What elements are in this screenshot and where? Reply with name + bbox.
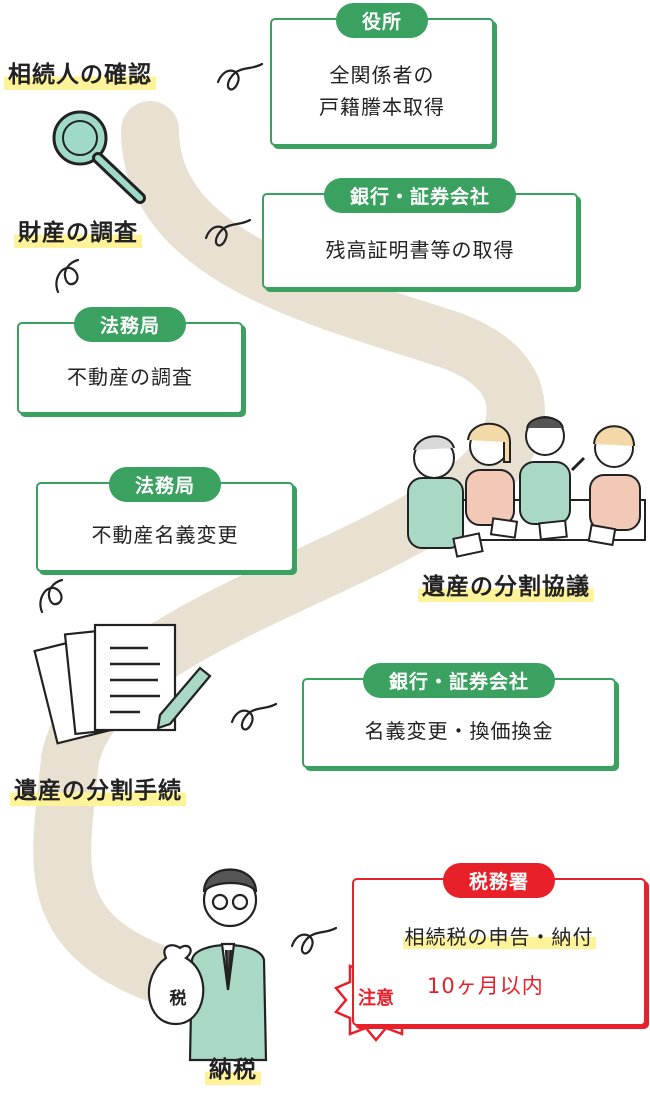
tax-deadline: 10ヶ月以内: [427, 974, 544, 998]
legal-2-line1: 不動産名義変更: [91, 523, 239, 547]
bank-2-tag: 銀行・証券会社: [362, 663, 556, 698]
tax-office-tag: 税務署: [442, 863, 556, 898]
tax-office-line1: 相続税の申告・納付: [402, 925, 596, 949]
caution-label: 注意: [358, 988, 394, 1009]
legal-bureau-box-1: 法務局 不動産の調査: [17, 307, 243, 414]
bank-box-2: 銀行・証券会社 名義変更・換価換金: [302, 663, 616, 768]
magnifier-icon: [52, 110, 146, 204]
city-office-line1: 全関係者の: [329, 63, 435, 87]
step-division-procedure: 遺産の分割手続: [10, 776, 186, 806]
bank-1-tag: 銀行・証券会社: [323, 178, 517, 213]
legal-2-tag: 法務局: [108, 467, 222, 502]
squiggle-icon: [290, 926, 338, 955]
bank-box-1: 銀行・証券会社 残高証明書等の取得: [262, 178, 578, 289]
legal-1-line1: 不動産の調査: [67, 365, 193, 389]
tax-bag-label: 税: [169, 989, 187, 1009]
documents-pen-illustration: [33, 623, 212, 745]
city-office-box: 役所 全関係者の 戸籍謄本取得: [270, 3, 494, 146]
taxpayer-illustration: [147, 868, 268, 1062]
squiggle-icon: [204, 218, 252, 247]
squiggle-icon: [230, 702, 278, 731]
step-heir-check: 相続人の確認: [4, 60, 156, 90]
legal-bureau-box-2: 法務局 不動産名義変更: [36, 467, 294, 572]
tax-office-box: 税務署 相続税の申告・納付: [352, 863, 646, 1026]
step-division-talk: 遺産の分割協議: [418, 572, 594, 602]
tax-office-line1-wrap: 相続税の申告・納付: [354, 922, 644, 953]
squiggle-icon: [55, 258, 80, 294]
step-asset-survey: 財産の調査: [14, 218, 142, 248]
step-tax-payment: 納税: [205, 1055, 261, 1085]
city-office-line2: 戸籍謄本取得: [319, 95, 445, 119]
squiggle-icon: [39, 578, 64, 614]
meeting-people-illustration: [407, 416, 646, 558]
legal-1-tag: 法務局: [73, 307, 187, 342]
bank-1-line1: 残高証明書等の取得: [325, 238, 515, 262]
bank-2-line1: 名義変更・換価換金: [364, 719, 554, 743]
city-office-tag: 役所: [335, 3, 429, 38]
squiggle-icon: [216, 62, 264, 91]
